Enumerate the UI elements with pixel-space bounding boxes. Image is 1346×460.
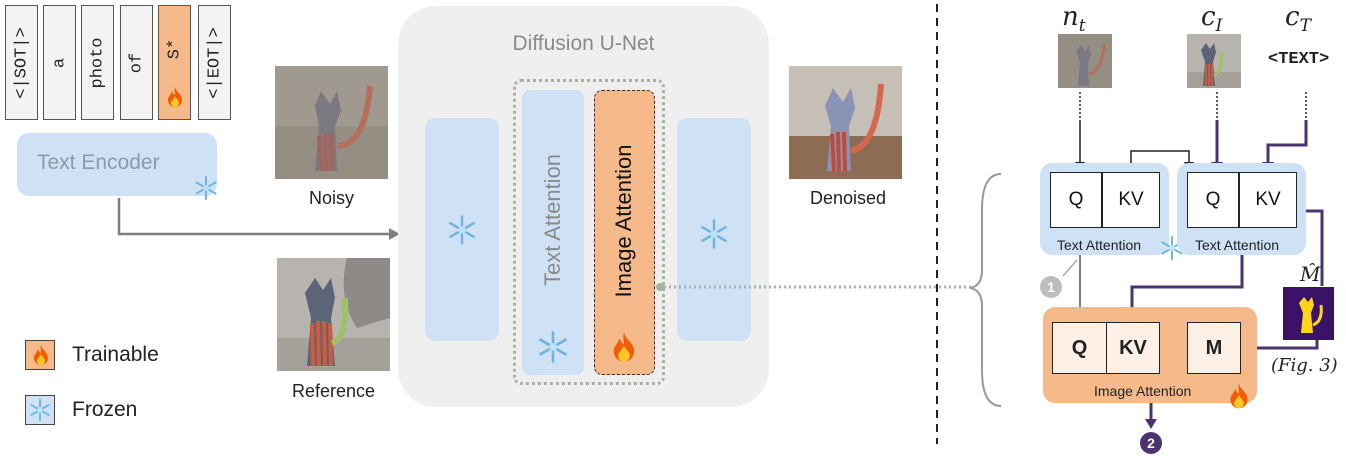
fire-icon [613,332,635,362]
denoised-caption: Denoised [809,188,887,208]
token-label: a [50,57,69,68]
step-1-badge: 1 [1040,276,1062,298]
token-label: of [127,52,146,73]
snowflake-icon [701,219,727,249]
token-label: photo [88,36,107,89]
query-cell: Q [1068,189,1084,210]
token-label: <|SOT|> [12,26,31,99]
text-attention-1-label: Text Attention [1057,237,1142,253]
key-value-cell: KV [1118,189,1144,210]
cell-divider [1101,173,1103,227]
m-hat-label: M̂ [1300,262,1321,286]
text-encoder-block: Text Encoder [17,133,217,200]
reference-caption: Reference [291,381,376,401]
token-label: S* [165,38,184,60]
fig-ref-label: (Fig. 3) [1271,355,1338,376]
token-sot: <|SOT|> [5,5,38,120]
snowflake-icon [449,215,475,245]
c-i-thumbnail [1187,34,1241,88]
token-s-star: S* [158,5,191,120]
token-label: <|EOT|> [205,26,224,99]
token-of: of [120,5,153,120]
text-attention-block: Text Attention [522,90,584,375]
query-cell: Q [1205,189,1221,210]
noisy-image [275,66,388,179]
mask-cell: M [1187,322,1241,374]
cell-divider [1238,173,1240,227]
fire-icon [166,86,184,113]
image-attention-block: Image Attention [594,90,655,375]
legend-trainable-swatch [25,340,55,370]
noisy-caption: Noisy [308,188,354,208]
n-t-thumbnail [1058,34,1112,88]
text-encoder-label: Text Encoder [37,151,160,174]
step-2-badge: 2 [1140,432,1162,454]
unet-down-block [425,118,499,341]
unet-title: Diffusion U-Net [512,32,655,55]
attention-frame [513,79,665,385]
n-t-label: nt [1062,2,1086,37]
panel-divider [936,4,938,444]
reference-image [277,258,390,371]
text-attention-label: Text Attention [540,153,565,287]
token-eot: <|EOT|> [198,5,231,120]
image-attention-label: Image Attention [611,144,636,298]
snowflake-icon [193,175,219,206]
image-attention-detail-label: Image Attention [1094,383,1192,399]
denoised-image [789,66,902,179]
key-value-cell: KV [1255,189,1281,210]
key-value-cell: KV [1106,322,1160,374]
c-t-label: cT [1285,2,1311,37]
legend-trainable-label: Trainable [72,343,159,366]
snowflake-icon [30,398,50,422]
text-token-label: <TEXT> [1268,50,1330,69]
snowflake-icon [539,331,567,363]
legend-frozen-swatch [25,395,55,425]
text-attention-1-qkv: Q KV [1050,172,1160,228]
token-photo: photo [81,5,114,120]
text-attention-2-qkv: Q KV [1187,172,1297,228]
fire-icon [1230,383,1248,409]
brace [969,173,1002,407]
token-a: a [43,5,76,120]
legend-frozen-label: Frozen [72,398,138,421]
c-i-label: cI [1201,2,1223,37]
right-panel-arrows [1062,92,1324,429]
fire-icon [34,345,48,365]
zoom-connector [656,283,973,291]
mask-thumbnail [1283,287,1334,340]
text-attention-2-label: Text Attention [1195,237,1280,253]
query-cell: Q [1052,322,1107,374]
encoder-to-unet-arrow [117,198,400,240]
unet-up-block [677,118,751,341]
